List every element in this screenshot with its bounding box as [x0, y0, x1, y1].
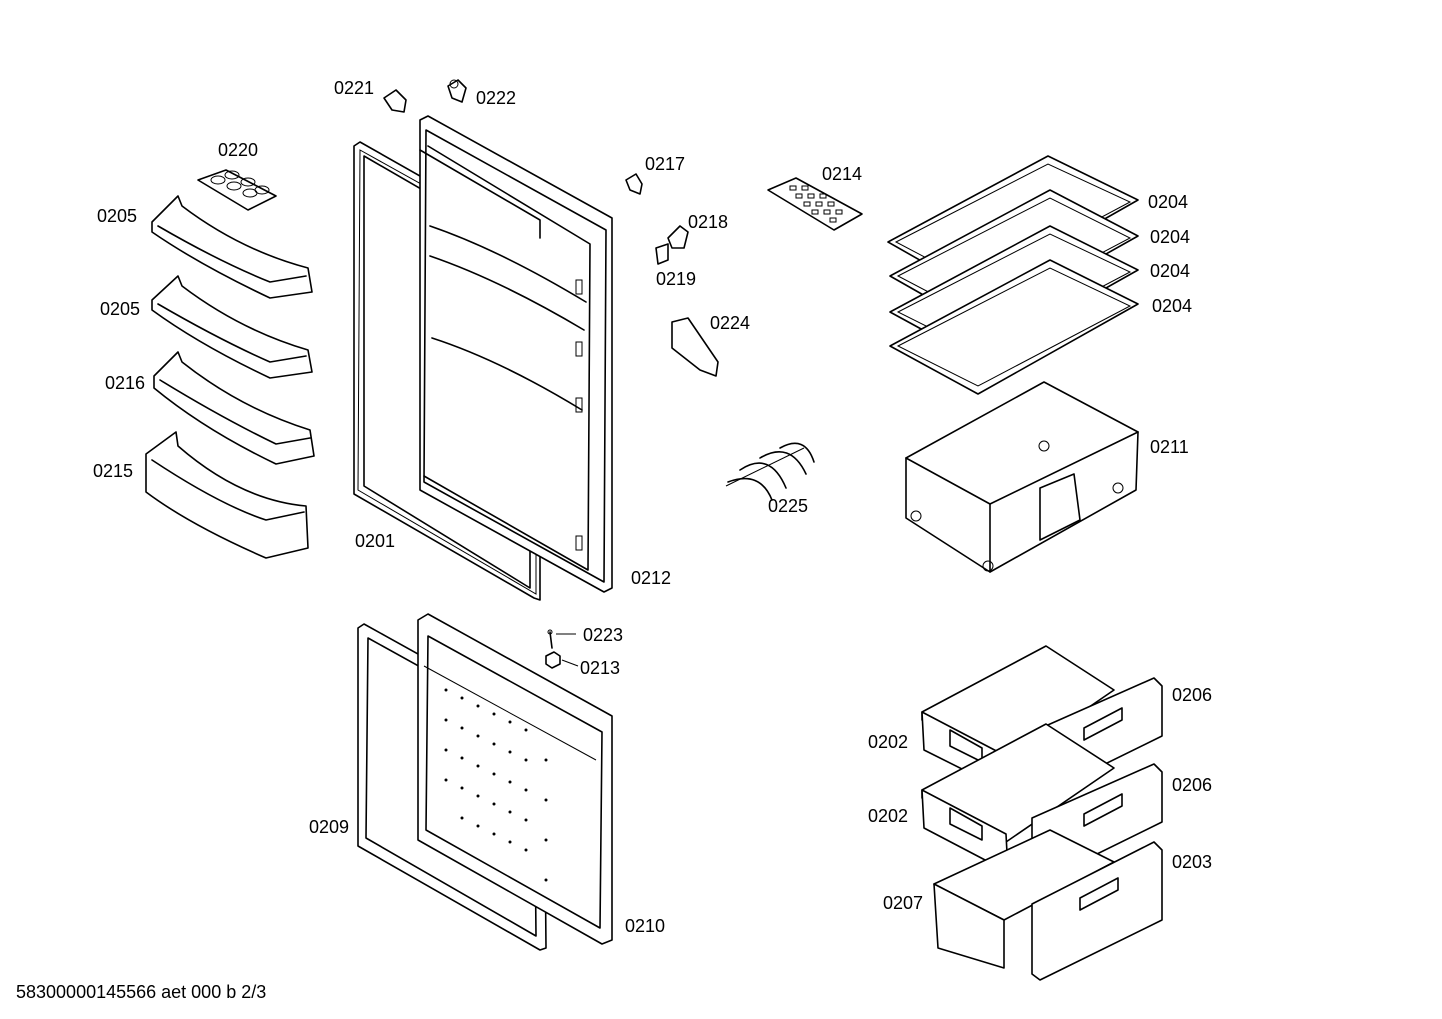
callout-0214: 0214 [822, 164, 863, 184]
callout-0225: 0225 [768, 496, 809, 516]
callout-0205-bottom: 0205 [100, 299, 141, 319]
callout-0204-2: 0204 [1150, 227, 1191, 247]
door-shelf-0216 [153, 351, 315, 465]
freezer-drawer-bottom [933, 829, 1163, 981]
callout-0224: 0224 [710, 313, 751, 333]
callout-0205-top: 0205 [97, 206, 138, 226]
door-shelf-0205-bottom [151, 275, 313, 379]
callout-0206-top: 0206 [1172, 685, 1213, 705]
callout-0206-bottom: 0206 [1172, 775, 1213, 795]
callout-0220: 0220 [218, 140, 259, 160]
callout-0221: 0221 [334, 78, 375, 98]
callout-0207: 0207 [883, 893, 924, 913]
callout-0211: 0211 [1150, 437, 1189, 457]
callout-0219: 0219 [656, 269, 697, 289]
callout-0204-1: 0204 [1148, 192, 1189, 212]
door-shelf-0205-top [151, 195, 313, 299]
callout-0212: 0212 [631, 568, 672, 588]
callout-0210: 0210 [625, 916, 666, 936]
callout-0203: 0203 [1172, 852, 1213, 872]
ice-tray-0214 [767, 177, 863, 231]
small-part-0217 [625, 173, 643, 195]
glass-shelves-0204 [887, 155, 1139, 395]
egg-tray-0220 [197, 169, 277, 211]
small-parts-0218-0219 [655, 225, 689, 265]
callout-0216: 0216 [105, 373, 146, 393]
label-card-0224 [671, 317, 719, 377]
callout-0215: 0215 [93, 461, 134, 481]
upper-door-0212 [419, 115, 613, 593]
callout-0218: 0218 [688, 212, 729, 232]
callout-0209: 0209 [309, 817, 350, 837]
callout-0201: 0201 [355, 531, 396, 551]
callout-0202-top: 0202 [868, 732, 909, 752]
door-bin-0215 [145, 431, 309, 559]
small-parts-0223-0213 [545, 629, 579, 669]
bottle-rack-0225 [725, 442, 815, 501]
callout-0204-4: 0204 [1152, 296, 1193, 316]
callout-0223: 0223 [583, 625, 624, 645]
lower-door-0210 [417, 613, 613, 945]
callout-0202-bottom: 0202 [868, 806, 909, 826]
hinge-parts-0221-0222 [383, 79, 467, 113]
callout-0222: 0222 [476, 88, 517, 108]
callout-0204-3: 0204 [1150, 261, 1191, 281]
callout-0217: 0217 [645, 154, 686, 174]
crisper-box-0211 [905, 381, 1139, 573]
callout-0213: 0213 [580, 658, 621, 678]
drawing-reference-number: 58300000145566 aet 000 b 2/3 [16, 982, 267, 1002]
